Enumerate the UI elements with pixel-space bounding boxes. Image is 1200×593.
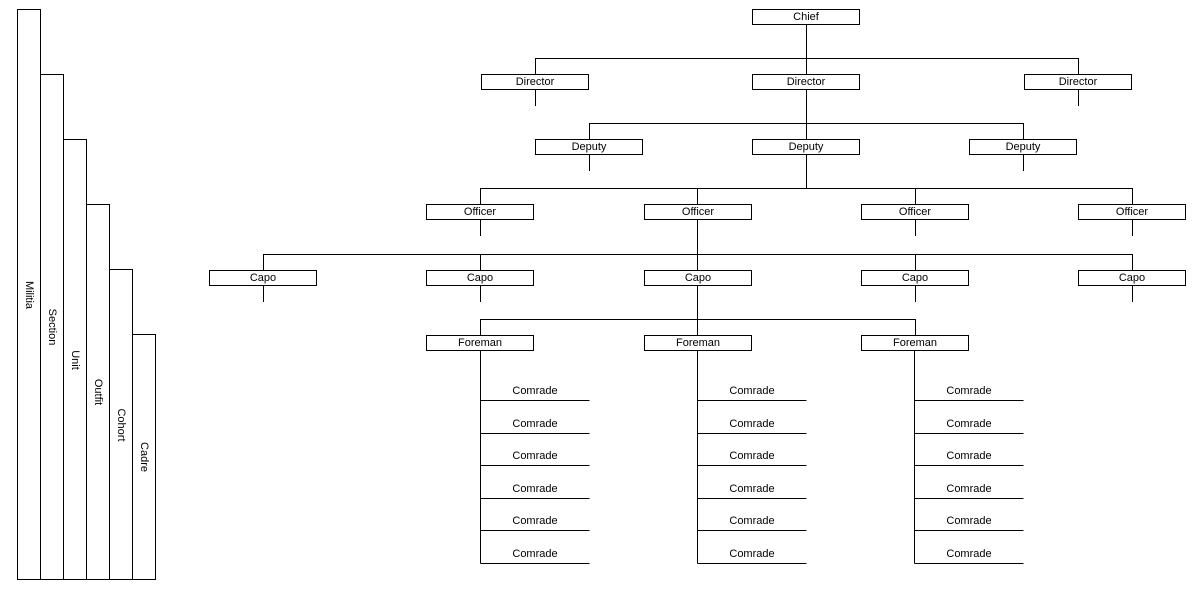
node-comrade: Comrade xyxy=(512,418,558,430)
node-capo: Capo xyxy=(209,270,317,286)
node-comrade: Comrade xyxy=(729,515,775,527)
node-officer: Officer xyxy=(861,204,969,220)
node-deputy: Deputy xyxy=(969,139,1077,155)
node-director: Director xyxy=(752,74,860,90)
node-deputy: Deputy xyxy=(535,139,643,155)
node-capo: Capo xyxy=(426,270,534,286)
node-comrade: Comrade xyxy=(729,483,775,495)
node-comrade: Comrade xyxy=(946,385,992,397)
node-comrade: Comrade xyxy=(946,450,992,462)
level-label: Section xyxy=(46,308,58,346)
level-bar-cohort: Cohort xyxy=(109,269,133,580)
node-comrade: Comrade xyxy=(946,483,992,495)
node-comrade: Comrade xyxy=(729,548,775,560)
node-comrade: Comrade xyxy=(729,418,775,430)
node-director: Director xyxy=(481,74,589,90)
node-foreman: Foreman xyxy=(644,335,752,351)
level-label: Militia xyxy=(23,280,35,309)
level-bar-cadre: Cadre xyxy=(132,334,156,580)
level-label: Unit xyxy=(69,349,81,370)
node-comrade: Comrade xyxy=(729,450,775,462)
node-officer: Officer xyxy=(644,204,752,220)
node-officer: Officer xyxy=(1078,204,1186,220)
level-label: Cadre xyxy=(138,442,150,472)
node-comrade: Comrade xyxy=(729,385,775,397)
level-label: Outfit xyxy=(92,378,104,406)
node-comrade: Comrade xyxy=(512,515,558,527)
node-comrade: Comrade xyxy=(946,515,992,527)
node-capo: Capo xyxy=(1078,270,1186,286)
node-foreman: Foreman xyxy=(426,335,534,351)
node-comrade: Comrade xyxy=(512,548,558,560)
node-officer: Officer xyxy=(426,204,534,220)
level-bar-unit: Unit xyxy=(63,139,87,580)
node-comrade: Comrade xyxy=(512,483,558,495)
node-chief: Chief xyxy=(752,9,860,25)
node-foreman: Foreman xyxy=(861,335,969,351)
level-bar-outfit: Outfit xyxy=(86,204,110,580)
node-comrade: Comrade xyxy=(946,548,992,560)
level-label: Cohort xyxy=(115,407,127,442)
node-director: Director xyxy=(1024,74,1132,90)
node-comrade: Comrade xyxy=(512,450,558,462)
level-bar-militia: Militia xyxy=(17,9,41,580)
node-capo: Capo xyxy=(644,270,752,286)
node-comrade: Comrade xyxy=(512,385,558,397)
level-bar-section: Section xyxy=(40,74,64,580)
node-comrade: Comrade xyxy=(946,418,992,430)
node-capo: Capo xyxy=(861,270,969,286)
node-deputy: Deputy xyxy=(752,139,860,155)
